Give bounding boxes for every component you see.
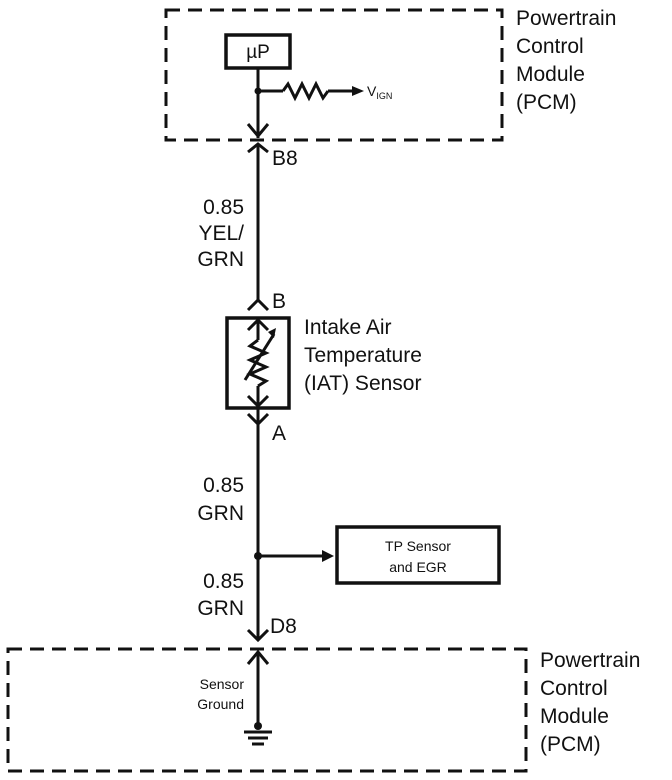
variable-arrow-icon: [268, 328, 276, 338]
bottom-wire-gauge: 0.85: [203, 570, 244, 593]
bottom-pcm-enclosure: [6, 647, 528, 773]
vign-label: VIGN: [367, 83, 392, 101]
upper-wire-color-1: YEL/: [198, 222, 244, 245]
pin-b8-label: B8: [272, 147, 298, 170]
sensor-ground-line-2: Ground: [197, 696, 244, 712]
top-pcm-label-line-4: (PCM): [516, 91, 577, 114]
lower-wire-color: GRN: [197, 502, 244, 525]
bottom-pcm-label-line-3: Module: [540, 705, 609, 728]
bottom-pcm-label-line-1: Powertrain: [540, 649, 640, 672]
connector-chevron-icon: [246, 628, 270, 643]
upper-wire-gauge: 0.85: [203, 196, 244, 219]
iat-label-line-1: Intake Air: [304, 316, 392, 339]
sensor-ground-line-1: Sensor: [200, 676, 245, 692]
tp-box-line-1: TP Sensor: [385, 538, 451, 554]
top-pcm-label-line-1: Powertrain: [516, 7, 616, 30]
thermistor-icon: [246, 338, 270, 388]
pullup-resistor-icon: [281, 80, 330, 102]
bottom-wire-color: GRN: [197, 597, 244, 620]
upper-wire-color-2: GRN: [197, 248, 244, 271]
tp-box-line-2: and EGR: [389, 559, 447, 575]
top-pcm-enclosure: [164, 8, 504, 142]
tp-sensor-egr-box: [335, 525, 501, 585]
iat-label-line-2: Temperature: [304, 344, 422, 367]
pin-a-label: A: [272, 422, 286, 445]
iat-label-line-3: (IAT) Sensor: [304, 372, 421, 395]
connector-chevron-icon: [246, 297, 270, 312]
microprocessor-label: µP: [246, 42, 270, 63]
top-pcm-label-line-2: Control: [516, 35, 584, 58]
bottom-pcm-label-line-4: (PCM): [540, 733, 601, 756]
top-pcm-label-line-3: Module: [516, 63, 585, 86]
pin-b-label: B: [272, 290, 286, 313]
connector-arrow-icon: [246, 123, 270, 139]
lower-wire-gauge: 0.85: [203, 474, 244, 497]
bottom-pcm-label-line-2: Control: [540, 677, 608, 700]
arrow-right-icon: [352, 86, 364, 96]
arrow-right-icon: [322, 550, 334, 562]
pin-d8-label: D8: [270, 615, 297, 638]
